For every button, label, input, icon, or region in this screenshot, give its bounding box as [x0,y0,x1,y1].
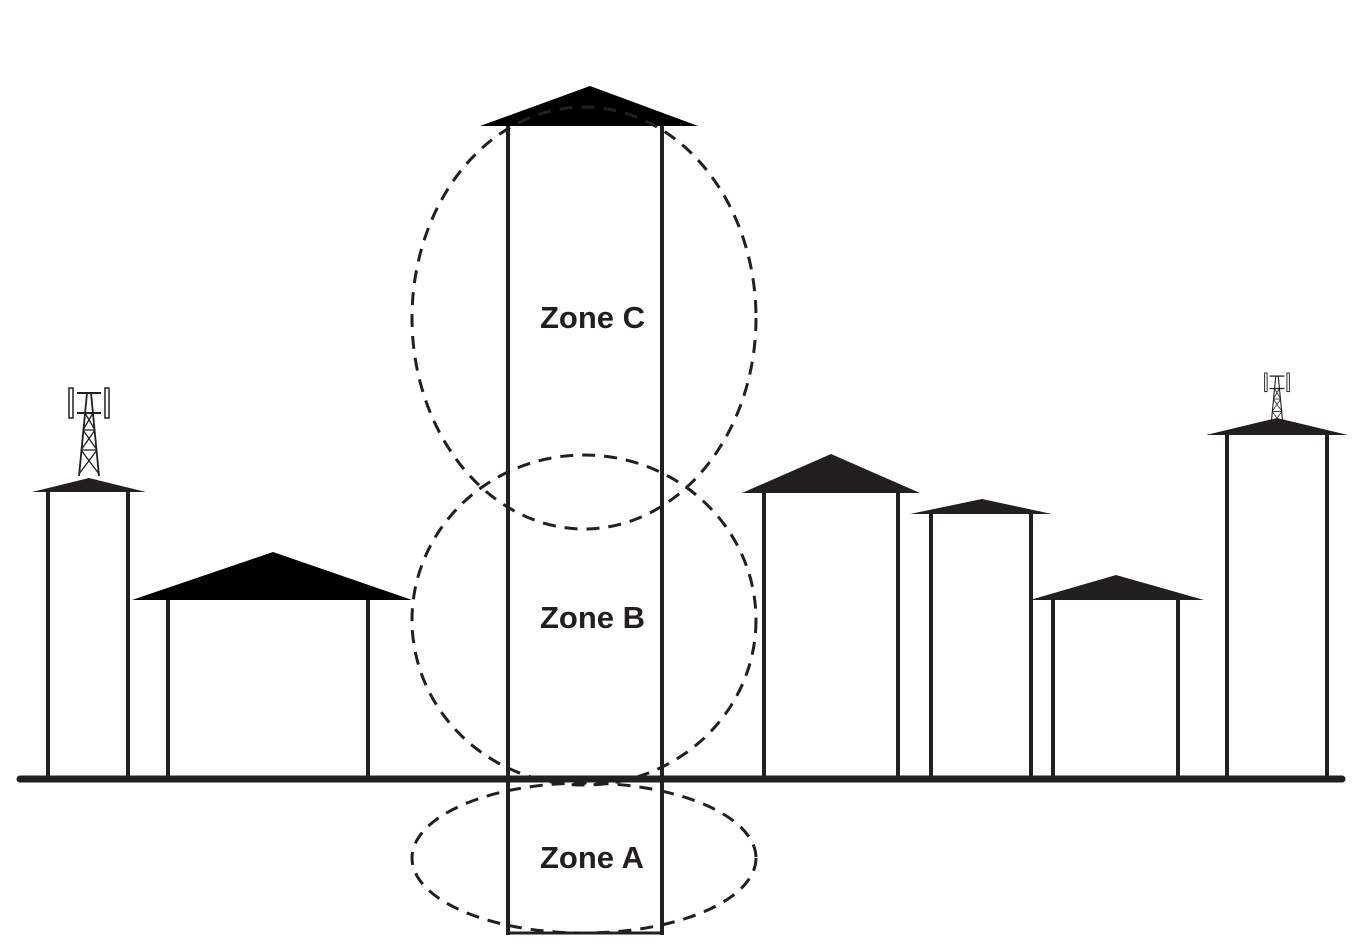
left-cell-tower-icon [68,387,110,477]
right-building-1 [742,454,920,776]
zone-c-ellipse [410,105,758,531]
zone-b-ellipse [410,453,758,787]
right-building-2 [910,499,1052,776]
zone-c-label: Zone C [540,300,646,335]
zone-a-ellipse [410,781,758,935]
wide-low-building [132,552,412,776]
zone-b-label: Zone B [540,600,646,635]
zone-a-label: Zone A [540,840,644,875]
left-tower-building [32,478,146,776]
right-building-3 [1030,575,1204,776]
right-tower-building [1206,418,1348,776]
